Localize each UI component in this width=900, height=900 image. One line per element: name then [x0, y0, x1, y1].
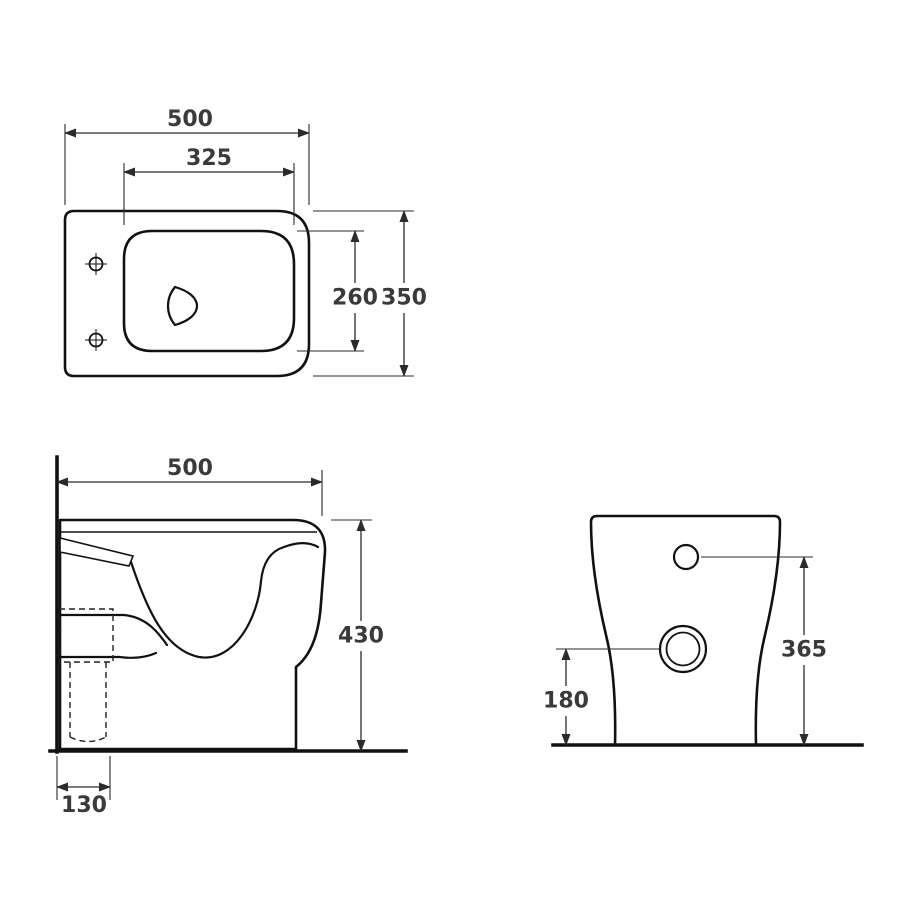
back-view-outlet-hole-inner	[665, 631, 701, 667]
dim-top-overall-width: 500	[64, 107, 310, 205]
top-view-fixing-hole-upper	[85, 253, 107, 275]
dim-top-overall-depth: 350	[313, 210, 427, 377]
dim-top-seat-depth: 260	[297, 230, 378, 352]
dim-side-overall-depth: 500	[56, 456, 323, 516]
dim-side-overall-height: 430	[331, 519, 384, 752]
side-view: 500 430 130	[48, 455, 408, 818]
top-view: 500 325 260 350	[63, 107, 427, 378]
side-view-body-outline	[58, 518, 327, 751]
dim-label-top-overall-width: 500	[167, 107, 213, 132]
dim-label-top-overall-depth: 350	[381, 286, 427, 311]
side-view-bowl-interior	[129, 542, 320, 659]
dim-back-drain-height: 180	[542, 648, 659, 746]
side-view-hidden-drain	[58, 608, 114, 743]
dim-label-side-drain-offset: 130	[61, 793, 107, 818]
top-view-flush-jet	[166, 285, 199, 327]
top-view-fixing-hole-lower	[85, 329, 107, 351]
dim-side-drain-offset: 130	[56, 756, 111, 818]
dim-label-side-overall-height: 430	[338, 624, 384, 649]
side-view-outlet-spigot	[58, 613, 169, 659]
dim-label-top-seat-width: 325	[186, 146, 232, 171]
dim-label-back-drain-height: 180	[543, 689, 589, 714]
dim-label-top-seat-depth: 260	[332, 286, 378, 311]
dim-top-seat-width: 325	[123, 146, 295, 225]
back-view: 365 180	[542, 514, 864, 747]
back-view-inlet-hole	[672, 543, 700, 571]
dim-back-inlet-height: 365	[701, 556, 828, 746]
dim-label-back-inlet-height: 365	[781, 638, 827, 663]
dim-label-side-overall-depth: 500	[167, 456, 213, 481]
side-view-hinge-wedge	[59, 536, 135, 567]
top-view-seat-opening	[122, 229, 296, 353]
